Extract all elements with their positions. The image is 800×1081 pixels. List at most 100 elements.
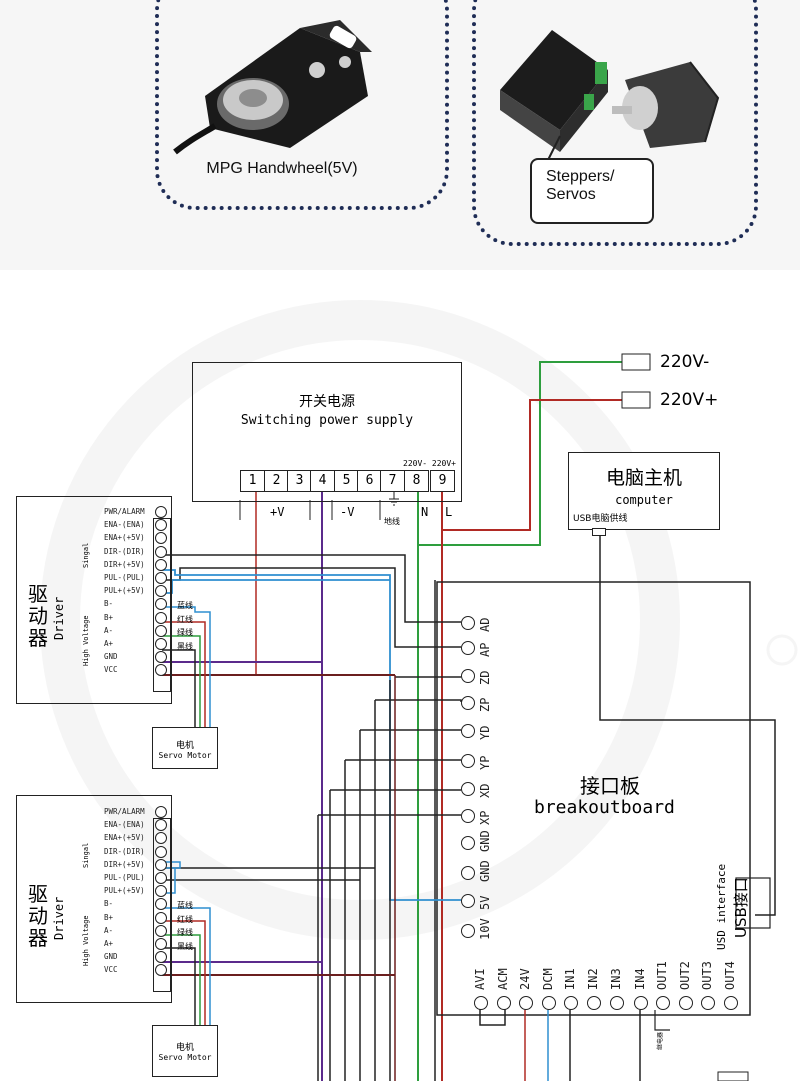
driver_top-pin-label: A+ [104,639,114,648]
breakout-title-en: breakoutboard [534,797,675,818]
driver_top-terminal-screw [155,545,167,558]
breakout-pin-avi [474,996,488,1010]
driver_bottom-pin-label: ENA+(+5V) [104,833,145,843]
driver_top-terminal-screw [155,624,167,637]
breakout-pin-label: YP [478,755,492,770]
breakout-pin-dcm [542,996,556,1010]
breakout-bottom-label: IN2 [586,968,600,990]
breakout-pin-yp [461,754,475,768]
driver_top-name-cn-2: 动 [28,604,48,628]
driver_top-pin-label: ENA+(+5V) [104,533,145,543]
psu-terminal-1: 1 [240,470,265,492]
driver_top-terminal-screw [155,585,167,598]
psu-terminal-8: 8 [404,470,429,492]
driver_bottom-wire-label: 红线 [177,914,193,924]
breakout-pin-label: XD [478,783,492,798]
driver_bottom-pin-label: PUL-(PUL) [104,873,145,882]
breakout-pin-gnd [461,866,475,880]
psu-terminal-2: 2 [264,470,289,492]
driver_bottom-terminal-screw [155,845,167,858]
breakout-pin-out2 [679,996,693,1010]
driver_top-pin-label: ENA-(ENA) [104,520,145,530]
driver_bottom-pin-label: A- [104,925,114,935]
breakout-pin-in3 [610,996,624,1010]
driver_bottom-terminal-screw [155,924,167,937]
driver_top-terminal-screw [155,611,167,624]
stepper-label-line1: Steppers/ [546,168,615,185]
psu-terminal-7: 7 [380,470,405,492]
driver_bottom-terminal-screw [155,858,167,871]
breakout-pin-zd [461,669,475,683]
mpg-label: MPG Handwheel(5V) [206,160,358,177]
driver_bottom-terminal-screw [155,964,167,977]
driver_top-terminal-screw [155,572,167,584]
computer-title-en: computer [615,493,673,507]
breakout-pin-gnd [461,836,475,850]
driver_top-pin-label: PWR/ALARM [104,507,145,516]
driver-top [16,496,172,704]
ac-neg-label: 220V- [660,352,710,372]
computer-box: 电脑主机 computer USB电脑供线 [568,452,720,530]
breakout-pin-label: 5V [478,895,492,910]
breakout-pin-label: ZP [478,697,492,712]
driver_bottom-wire-label: 黑线 [177,941,193,951]
driver_top-pin-label: B- [104,599,114,609]
breakout-bottom-label: IN3 [609,968,623,990]
relay-label: 继电器 [657,1031,664,1050]
driver_bottom-terminal-screw [155,938,167,950]
breakout-bottom-label: 24V [518,968,532,990]
driver_bottom-name-cn-3: 器 [28,926,48,950]
breakout-pin-ap [461,641,475,655]
product-banner: MPG Handwheel(5V) Steppers/ Servos [0,0,800,270]
motor-bottom-en: Servo Motor [158,1053,212,1062]
driver_top-high-voltage: High Voltage [82,615,90,666]
driver_bottom-pin-label: GND [104,952,118,962]
psu-neg-label: -V [340,505,355,519]
breakout-bottom-label: OUT4 [723,961,737,990]
driver_top-terminal-screw [155,651,167,664]
driver_bottom-pin-label: ENA-(ENA) [104,820,145,830]
psu-pos-label: +V [270,505,285,519]
breakout-pin-in1 [564,996,578,1010]
psu-terminal-6: 6 [357,470,382,492]
driver_bottom-name-cn-1: 驱 [28,882,48,906]
driver_bottom-pin-label: VCC [104,965,118,975]
breakout-pin-5v [461,894,475,908]
driver_bottom-terminal-screw [155,898,167,911]
breakout-bottom-label: OUT2 [678,961,692,990]
driver_top-terminal-screw [155,638,167,650]
breakout-pin-yd [461,724,475,738]
driver_top-pin-label: PUL-(PUL) [104,573,145,582]
psu-n-label: N [421,505,429,519]
servo-motor-bottom: 电机 Servo Motor [152,1025,218,1077]
breakout-pin-label: GND [478,830,492,852]
driver_top-pin-label: B+ [104,612,114,622]
driver_top-terminal-screw [155,664,167,677]
breakout-pin-out4 [724,996,738,1010]
driver_bottom-pin-label: DIR+(+5V) [104,859,145,869]
ac-pos-label: 220V+ [660,390,719,410]
driver-bottom [16,795,172,1003]
switching-power-supply: 开关电源 Switching power supply 220V- 220V+ [192,362,462,502]
driver_top-name-cn-3: 器 [28,626,48,650]
driver_bottom-singal: Singal [82,842,90,868]
driver_bottom-name-cn-2: 动 [28,904,48,928]
driver_bottom-name-en: Driver [52,896,66,940]
driver_bottom-terminal-screw [155,951,167,964]
motor-bottom-cn: 电机 [175,1043,194,1053]
breakout-bottom-label: ACM [496,968,510,990]
motor-top-cn: 电机 [175,741,194,751]
breakout-pin-acm [497,996,511,1010]
mpg-handwheel-image [173,20,720,161]
breakout-title-cn: 接口板 [580,774,640,798]
driver_top-name-en: Driver [52,596,66,640]
breakout-pin-label: 10V [478,918,492,940]
driver_bottom-pin-label: B- [104,899,114,909]
driver_bottom-pin-label: PWR/ALARM [104,807,145,816]
driver_bottom-terminal-screw [155,806,167,818]
breakout-pin-label: AD [478,617,492,632]
psu-title-cn: 开关电源 [299,394,355,410]
breakout-pin-label: XP [478,810,492,825]
breakout-pin-10v [461,924,475,938]
driver_bottom-wire-label: 绿线 [177,928,193,937]
